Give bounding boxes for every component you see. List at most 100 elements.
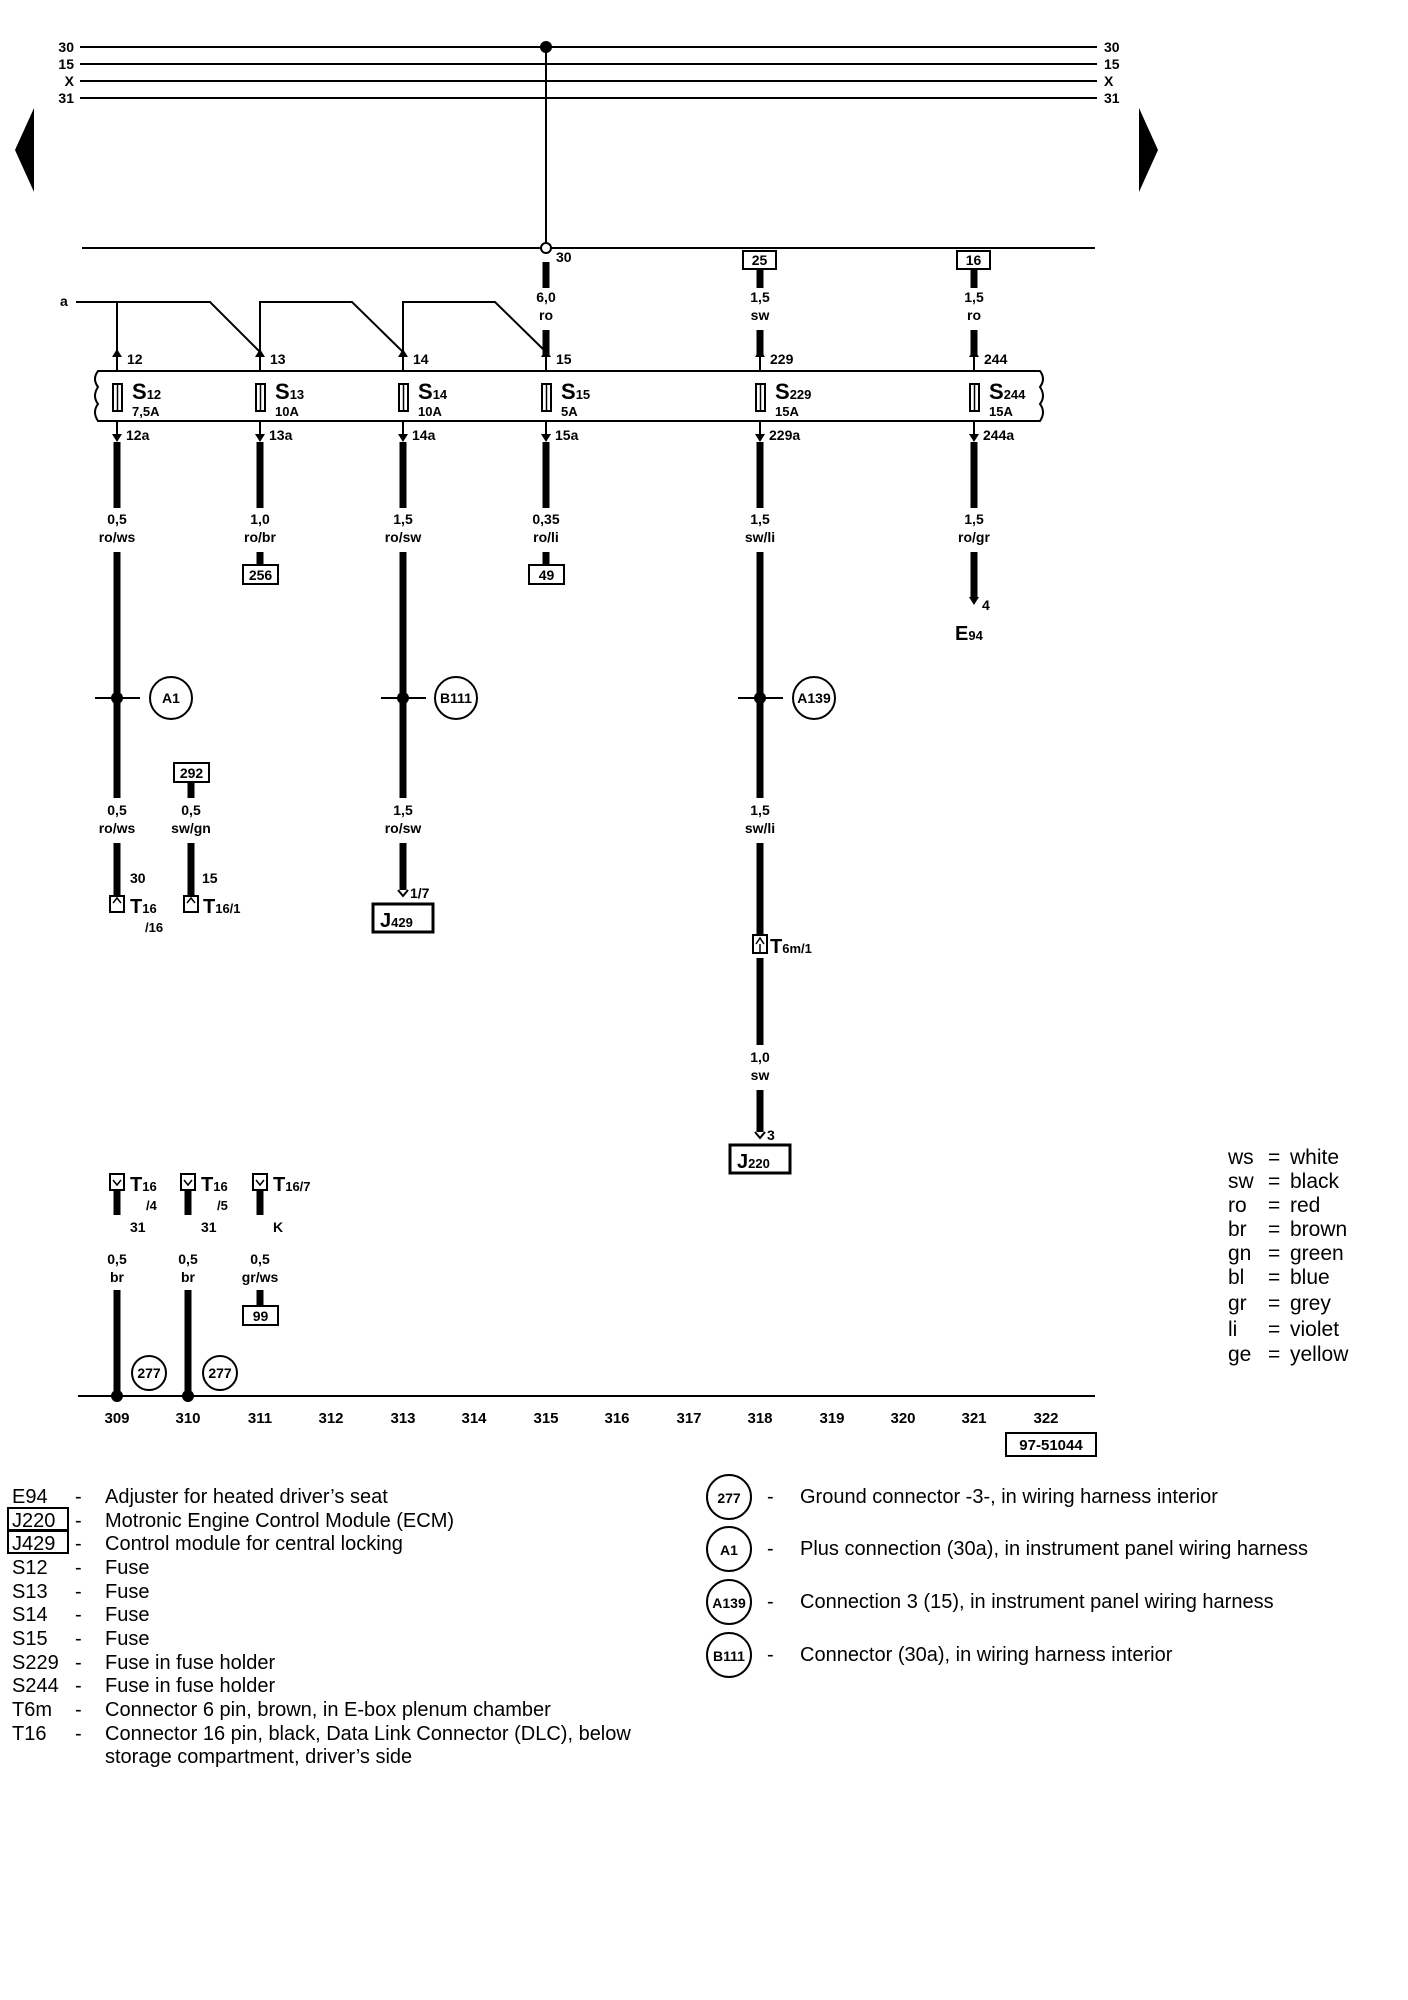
wire-color: ro/br xyxy=(244,529,276,545)
ref-box-49: 49 xyxy=(539,567,555,583)
j429-sub: 429 xyxy=(391,915,413,930)
svg-text:T16/1: T16/1 xyxy=(203,896,241,918)
wire-gauge: 0,5 xyxy=(107,511,127,527)
legend-right: 277 - Ground connector -3-, in wiring ha… xyxy=(706,1474,1308,1678)
wire-gauge: 1,5 xyxy=(750,511,770,527)
splice-a139: A139 xyxy=(738,676,836,720)
svg-text:-: - xyxy=(75,1675,82,1697)
j429-name: J xyxy=(380,910,391,932)
feed-gauge-3: 1,5 xyxy=(964,289,984,305)
wire-color: sw/gn xyxy=(171,820,211,836)
key-code: li xyxy=(1228,1318,1237,1341)
feed-gauge-2: 1,5 xyxy=(750,289,770,305)
wire-gauge: 1,5 xyxy=(964,511,984,527)
junction-dot xyxy=(540,41,552,53)
legend-code: J429 xyxy=(12,1533,55,1555)
legend-desc: Fuse in fuse holder xyxy=(105,1675,275,1697)
connector-t16-top: 30 15 T16 /16 T16/1 xyxy=(109,870,241,935)
svg-text:S14: S14 xyxy=(418,379,448,404)
fuse-name: S xyxy=(275,379,290,404)
legend-left: E94 J220 J429 S12 S13 S14 S15 S229 S244 … xyxy=(7,1486,631,1768)
svg-text:-: - xyxy=(767,1538,774,1560)
track-number: 312 xyxy=(318,1410,343,1427)
key-code: bl xyxy=(1228,1266,1244,1289)
fuse-out-pin: 229a xyxy=(769,427,800,443)
fuse-in-pin: 229 xyxy=(770,351,794,367)
wire-color: ro/li xyxy=(533,529,559,545)
legend-desc: Plus connection (30a), in instrument pan… xyxy=(800,1538,1308,1560)
svg-text:-: - xyxy=(75,1581,82,1603)
fuse-s229: 229 S229 15A 229a xyxy=(755,349,811,443)
fuse-s13: 13 S13 10A 13a xyxy=(255,349,304,443)
t16-name: T xyxy=(130,1174,142,1196)
ref-box-292: 292 xyxy=(180,765,204,781)
page-next-arrow-icon[interactable] xyxy=(1139,108,1158,192)
wire-gauge: 1,5 xyxy=(393,511,413,527)
key-code: ws xyxy=(1227,1146,1254,1169)
splice-label: B111 xyxy=(440,690,472,706)
bus-label-15: 15 xyxy=(58,56,74,72)
key-code: gr xyxy=(1228,1292,1247,1315)
track-numbers: 309 310 311 312 313 314 315 316 317 318 … xyxy=(104,1410,1058,1427)
legend-code: J220 xyxy=(12,1510,55,1532)
fuse-out-pin: 15a xyxy=(555,427,579,443)
svg-text:=: = xyxy=(1268,1318,1280,1341)
t16-name: T xyxy=(273,1174,285,1196)
key-name: blue xyxy=(1290,1266,1330,1289)
ground-label: 277 xyxy=(208,1365,232,1381)
wire-gauge: 1,0 xyxy=(250,511,270,527)
fuse-sub: 229 xyxy=(790,387,812,402)
terminal-30-connection xyxy=(540,242,552,254)
module-j220: 3 J220 xyxy=(728,1127,792,1175)
t16-name: T xyxy=(201,1174,213,1196)
fuse-rating: 15A xyxy=(775,404,799,419)
fuse-name: S xyxy=(561,379,576,404)
document-number: 97-51044 xyxy=(1019,1437,1083,1454)
svg-text:S13: S13 xyxy=(275,379,304,404)
key-name: white xyxy=(1289,1146,1339,1169)
wire-gauge: 1,0 xyxy=(750,1049,770,1065)
wire-color: ro/ws xyxy=(99,529,136,545)
key-code: gn xyxy=(1228,1242,1251,1265)
power-bus xyxy=(80,46,1097,99)
wire-gauge: 1,5 xyxy=(750,802,770,818)
key-name: grey xyxy=(1290,1292,1331,1315)
svg-text:T16: T16 xyxy=(130,1174,157,1196)
fuse-bridge-wire xyxy=(76,301,547,355)
ref-box-99: 99 xyxy=(253,1308,269,1324)
feed-color-3: ro xyxy=(967,307,981,323)
svg-text:-: - xyxy=(75,1699,82,1721)
legend-code: S13 xyxy=(12,1581,48,1603)
svg-text:=: = xyxy=(1268,1266,1280,1289)
svg-text:-: - xyxy=(767,1486,774,1508)
track-number: 310 xyxy=(175,1410,200,1427)
ref-box-25: 25 xyxy=(752,252,768,268)
fuse-in-pin: 12 xyxy=(127,351,143,367)
t16-pin-15: 15 xyxy=(202,870,218,886)
key-name: green xyxy=(1290,1242,1344,1265)
legend-desc: Motronic Engine Control Module (ECM) xyxy=(105,1510,454,1532)
t16-sub2: /16 xyxy=(145,920,163,935)
wire-color: ro/gr xyxy=(958,529,990,545)
legend-symbol: A1 xyxy=(720,1542,738,1558)
svg-text:=: = xyxy=(1268,1218,1280,1241)
track-number: 322 xyxy=(1033,1410,1058,1427)
e94-label: E94 xyxy=(955,623,984,645)
track-number: 316 xyxy=(604,1410,629,1427)
fuse-out-pin: 12a xyxy=(126,427,150,443)
color-key: ws = white sw = black ro = red br = brow… xyxy=(1227,1146,1349,1366)
fuse-rating: 10A xyxy=(418,404,442,419)
fuse-sub: 244 xyxy=(1004,387,1026,402)
fuse-in-pin: 15 xyxy=(556,351,572,367)
page-prev-arrow-icon[interactable] xyxy=(15,108,34,192)
output-wires xyxy=(113,442,978,798)
key-code: sw xyxy=(1228,1170,1255,1193)
fuse-out-pin: 244a xyxy=(983,427,1014,443)
fuse-name: S xyxy=(418,379,433,404)
feed-gauge-1: 6,0 xyxy=(536,289,556,305)
fuse-s12: 12 S12 7,5A 12a xyxy=(112,349,161,443)
legend-symbol: B111 xyxy=(713,1648,745,1664)
svg-text:-: - xyxy=(75,1510,82,1532)
track-number: 318 xyxy=(747,1410,772,1427)
svg-text:S12: S12 xyxy=(132,379,161,404)
